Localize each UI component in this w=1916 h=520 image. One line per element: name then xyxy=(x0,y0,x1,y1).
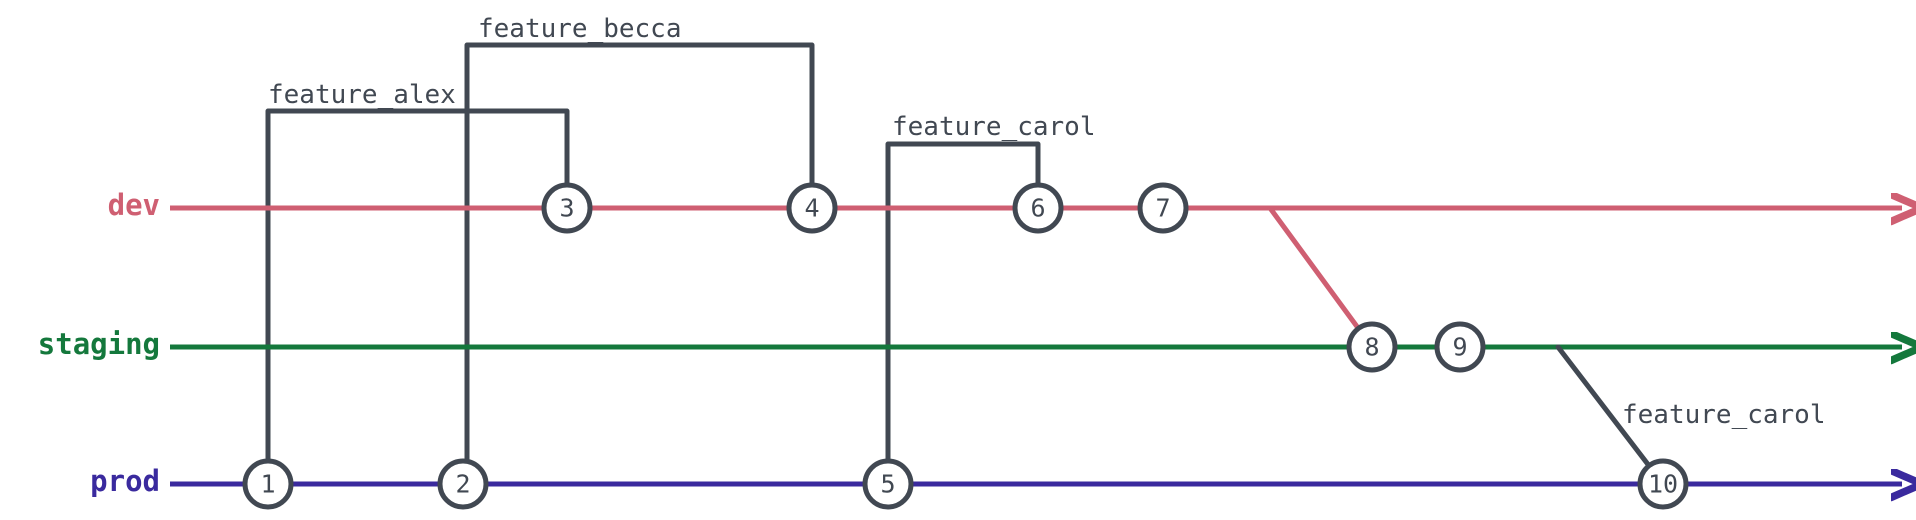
commit-label: 7 xyxy=(1155,194,1170,223)
branch-path-feature_carol xyxy=(885,141,1041,487)
commit-label: 10 xyxy=(1648,470,1678,499)
merge-line-dev-to-staging xyxy=(1267,205,1375,350)
commit-circle[interactable] xyxy=(437,458,489,510)
commit-circle[interactable] xyxy=(541,182,593,234)
merge-line-staging-to-prod xyxy=(1555,344,1666,487)
branch-label-feature-becca: feature_becca xyxy=(478,14,682,44)
branch-path-feature_becca xyxy=(464,42,815,487)
commit-circle[interactable] xyxy=(1346,321,1398,373)
lane-lines-group xyxy=(170,208,1902,484)
commit-label: 8 xyxy=(1364,333,1379,362)
branch-label-feature-alex: feature_alex xyxy=(268,80,456,110)
commit-label: 3 xyxy=(559,194,574,223)
branch-label-feature-carol: feature_carol xyxy=(892,112,1096,142)
commit-circle[interactable] xyxy=(786,182,838,234)
merge-paths-group xyxy=(1267,205,1666,487)
commit-nodes-group: 1 2 3 4 5 6 7 8 9 10 xyxy=(242,182,1689,510)
commit-node-8[interactable]: 8 xyxy=(1346,321,1398,373)
commit-circle[interactable] xyxy=(1012,182,1064,234)
merge-label-feature-carol: feature_carol xyxy=(1622,400,1826,430)
commit-circle[interactable] xyxy=(1137,182,1189,234)
commit-label: 2 xyxy=(455,470,470,499)
commit-node-3[interactable]: 3 xyxy=(541,182,593,234)
commit-circle[interactable] xyxy=(242,458,294,510)
commit-label: 6 xyxy=(1030,194,1045,223)
commit-circle[interactable] xyxy=(862,458,914,510)
commit-label: 1 xyxy=(260,470,275,499)
lane-label-staging: staging xyxy=(37,327,160,361)
commit-node-10[interactable]: 10 xyxy=(1637,458,1689,510)
commit-node-7[interactable]: 7 xyxy=(1137,182,1189,234)
commit-node-2[interactable]: 2 xyxy=(437,458,489,510)
commit-node-4[interactable]: 4 xyxy=(786,182,838,234)
commit-label: 5 xyxy=(880,470,895,499)
commit-node-1[interactable]: 1 xyxy=(242,458,294,510)
commit-node-5[interactable]: 5 xyxy=(862,458,914,510)
lane-label-prod: prod xyxy=(90,464,160,498)
branch-paths-group xyxy=(265,42,1041,487)
commit-label: 9 xyxy=(1452,333,1467,362)
lane-label-dev: dev xyxy=(107,188,160,222)
commit-node-9[interactable]: 9 xyxy=(1434,321,1486,373)
commit-node-6[interactable]: 6 xyxy=(1012,182,1064,234)
commit-circle[interactable] xyxy=(1637,458,1689,510)
branch-path-feature_alex xyxy=(265,108,570,487)
commit-label: 4 xyxy=(804,194,819,223)
commit-circle[interactable] xyxy=(1434,321,1486,373)
